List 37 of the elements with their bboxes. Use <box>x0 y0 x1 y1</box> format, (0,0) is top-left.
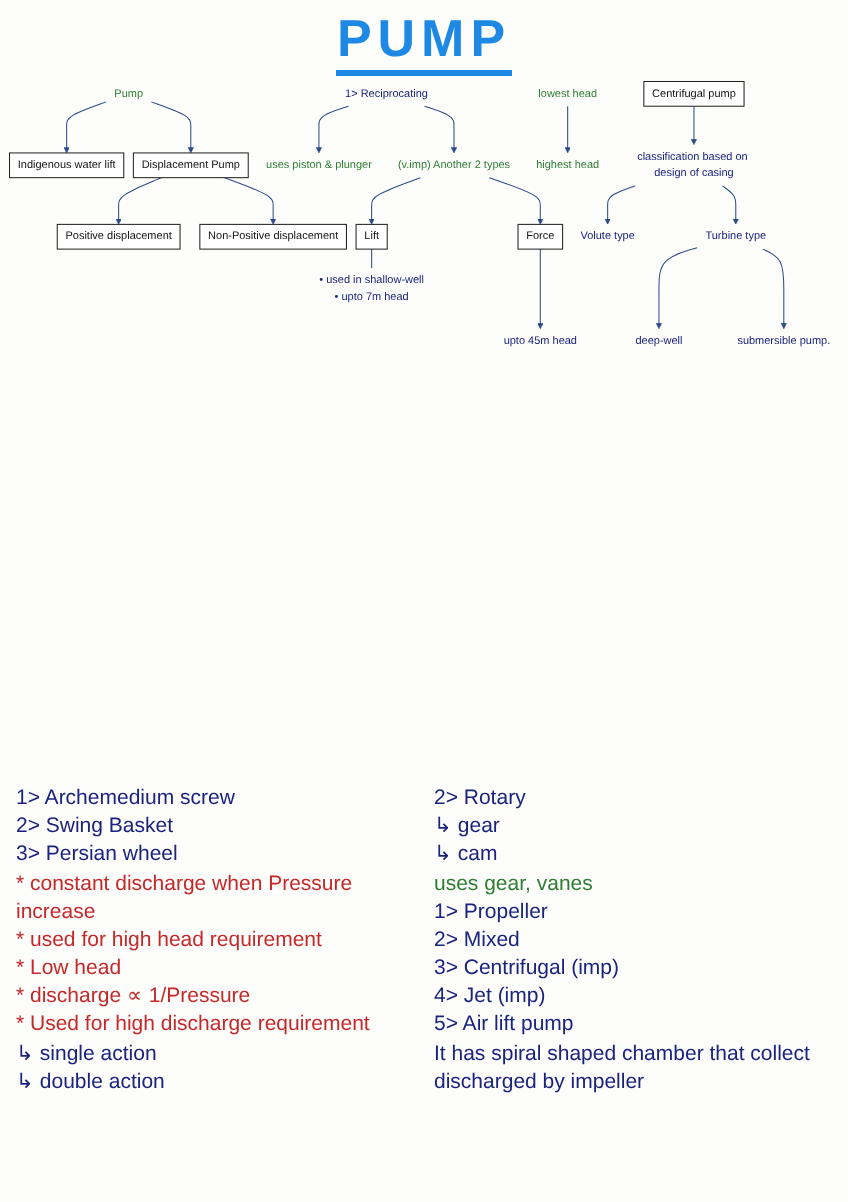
arrow <box>315 105 349 154</box>
arrow <box>564 105 571 154</box>
note-text: 3> Centrifugal (imp) <box>434 954 621 983</box>
title: PUMP <box>336 8 512 76</box>
note-text: ↳ double action <box>16 1067 167 1096</box>
arrow <box>721 185 739 225</box>
note-text: 1> Propeller <box>434 897 550 926</box>
arrow <box>655 247 698 330</box>
note-text: ↳ cam <box>434 840 500 870</box>
note-text: * Used for high discharge requirement <box>16 1010 372 1040</box>
arrow <box>488 177 544 225</box>
note-text: * constant discharge when Pressure increase <box>16 869 355 926</box>
connector <box>371 248 373 269</box>
note-text: 4> Jet (imp) <box>434 982 548 1011</box>
arrow <box>762 248 787 330</box>
note-text: * used for high head requirement <box>16 925 324 955</box>
arrow <box>368 177 421 225</box>
note-text: It has spiral shaped chamber that collect discharged by impeller <box>434 1039 812 1096</box>
note-text: 1> Archemedium screw <box>16 784 237 813</box>
arrow <box>150 101 194 154</box>
arrow <box>115 177 162 225</box>
arrow <box>63 101 107 154</box>
note-text: * Low head <box>16 954 124 983</box>
note-text: 5> Air lift pump <box>434 1010 576 1040</box>
note-text: 2> Swing Basket <box>16 812 176 841</box>
note-text: * discharge ∝ 1/Pressure <box>16 982 253 1011</box>
note-text: 2> Rotary <box>434 784 528 813</box>
note-text: ↳ single action <box>16 1039 159 1068</box>
arrow <box>537 248 544 330</box>
note-text: uses gear, vanes <box>434 869 595 898</box>
arrow <box>690 105 697 145</box>
note-text: 2> Mixed <box>434 925 522 955</box>
arrow <box>223 177 277 225</box>
note-text: 3> Persian wheel <box>16 840 180 870</box>
note-text: ↳ gear <box>434 812 502 841</box>
arrow <box>604 185 636 225</box>
arrow <box>423 105 457 154</box>
